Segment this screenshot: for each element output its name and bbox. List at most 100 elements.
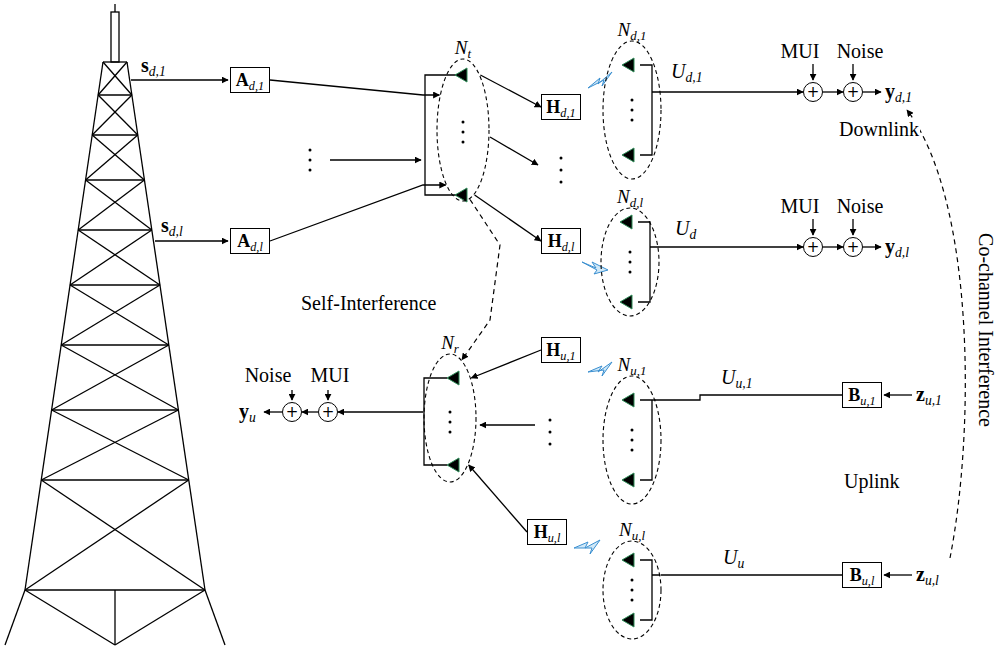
signal-arrow [884,394,912,395]
antenna-bracket [638,222,659,302]
tower-illustration [86,135,138,180]
text-label: Noise [836,40,885,63]
tower-illustration [52,345,169,410]
antenna-count: Nt [453,38,473,58]
adder-circle: + [282,402,302,422]
signal-link [302,411,318,412]
dashed-ellipse [602,540,662,640]
tower-illustration [103,61,127,62]
antenna-symbol [622,473,634,487]
ellipsis-dots [629,271,632,274]
signal-link [661,574,842,575]
ellipsis-dots [449,411,452,414]
antenna-count: Nu,1 [616,355,649,375]
antenna-symbol [620,215,632,229]
ellipsis-dots [449,431,452,434]
signal-link [823,246,843,247]
dashed-ellipse [600,207,660,317]
matrix-label: Ad,l [237,231,263,251]
antenna-array: Nu,1 [602,355,662,505]
tower-illustration [70,230,152,285]
dashed-ellipse [437,59,489,201]
antenna-count: Nd,l [615,187,645,207]
signal-link [823,91,843,92]
antenna-count: Nd,1 [616,20,649,40]
antenna-count: Nu,l [617,520,647,540]
ellipsis-dots [631,599,634,602]
signal-arrow [863,91,881,92]
matrix-label: Hd,1 [546,97,575,117]
antenna-bracket [640,400,656,480]
text-label: Noise [244,364,293,387]
wireless-bolt [574,540,600,554]
matrix-label: Ad,1 [236,70,264,90]
tower-illustration [41,410,178,480]
text-label: Noise [836,195,885,218]
tower-illustration [41,479,189,480]
signal-arrow [812,219,813,235]
dashed-ellipse [424,354,476,482]
edge-label: Self-Interference [300,292,437,315]
matrix-box: Hu,1 [541,337,581,363]
edge-label: Ud [674,217,697,240]
wireless-bolt [582,262,608,274]
signal-arrow [131,64,912,575]
tower-illustration [25,590,115,645]
signal-arrow [490,137,538,165]
dashed-ellipse [602,375,662,505]
ellipsis-dots [462,131,465,134]
text-label: Downlink [838,118,920,141]
signal-link [469,465,527,532]
antenna-array: Nr [423,333,477,483]
signal-link [471,350,541,378]
signal-link [661,91,803,92]
signal-arrow [131,79,228,80]
tower-illustration [78,229,152,230]
antenna-array: Nd,l [600,187,660,317]
tower-illustration [5,4,225,645]
ellipsis-dots [462,121,465,124]
tower-illustration [70,285,169,345]
ellipsis-dots [560,181,563,184]
ellipsis-dots [462,141,465,144]
signal-name: zu,l [915,563,940,586]
dashed-ellipse [603,376,661,504]
antenna-bracket [640,560,660,620]
antenna-symbol [455,188,467,202]
ellipsis-dots [631,439,634,442]
signal-name: sd,1 [140,54,167,77]
antenna-symbol [447,458,459,472]
antenna-symbol [622,148,634,162]
matrix-box: Ad,1 [230,67,270,93]
ellipsis-dots [309,99,634,602]
signal-link [659,246,803,247]
matrix-box: Hd,1 [541,94,581,120]
tower-illustration [114,590,115,645]
wireless-bolt [588,72,612,88]
ellipsis-dots [631,429,634,432]
tower-illustration [61,344,169,345]
adder-sign: + [807,239,820,255]
signal-arrow [327,390,328,400]
antenna-symbol [622,58,634,72]
dashed-ellipse [423,353,477,483]
antenna-array: Nu,l [602,520,662,640]
antenna-symbol [447,58,634,627]
tower-illustration [86,180,152,230]
signal-link [480,75,541,107]
antenna-array: Nt [436,38,490,202]
antenna-symbol [620,295,632,309]
antenna-symbol [622,613,634,627]
matrix-box: Hd,l [541,228,581,254]
interference-link [462,200,500,360]
dashed-ellipse [603,41,661,179]
signal-arrow [852,64,853,80]
tower-illustration [115,590,205,645]
dashed-ellipse [603,541,661,639]
signal-name: zu,1 [915,383,943,406]
signal-arrow [264,411,282,412]
signal-arrow [812,64,813,80]
tower-illustration [52,410,189,480]
ellipsis-dots [631,449,634,452]
